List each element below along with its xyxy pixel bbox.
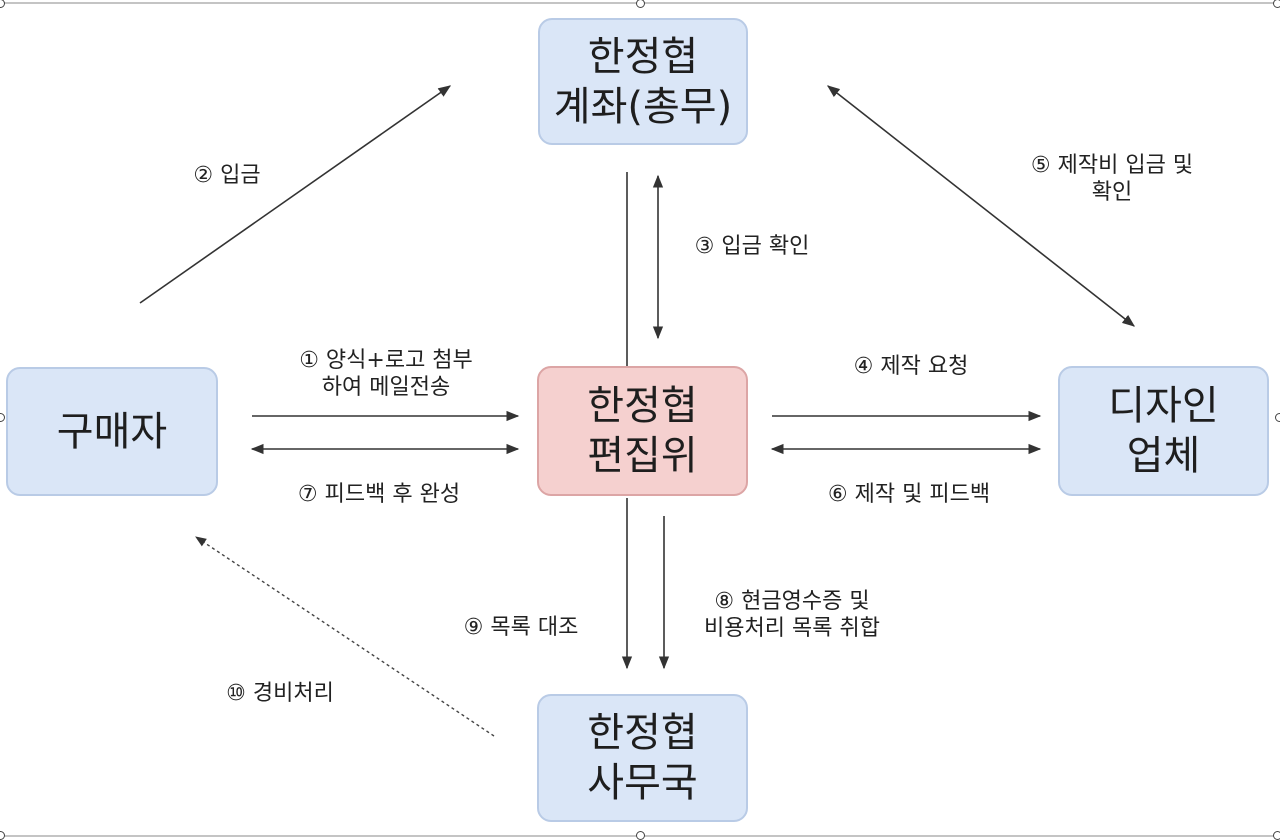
node-account-line2: 계좌(총무) — [553, 83, 733, 130]
label-step-2-line1: ② 입금 — [193, 163, 261, 188]
label-step-1-line2: 하여 메일전송 — [321, 375, 451, 400]
node-design-line2: 업체 — [1126, 433, 1201, 479]
label-step-4: ④ 제작 요청 — [826, 353, 996, 380]
node-design-line1: 디자인 — [1108, 383, 1219, 429]
node-account-line1: 한정협 — [587, 33, 699, 80]
label-step-4-line1: ④ 제작 요청 — [853, 354, 969, 379]
frame-handle — [1273, 0, 1280, 8]
frame-handle — [1275, 413, 1280, 422]
node-buyer-line1: 구매자 — [56, 408, 168, 455]
node-design: 디자인 업체 — [1058, 366, 1269, 496]
node-editorial-line2: 편집위 — [587, 433, 698, 479]
label-step-3-line1: ③ 입금 확인 — [694, 234, 810, 259]
arrow-buyer-to-account — [139, 85, 452, 304]
label-step-2: ② 입금 — [172, 162, 282, 189]
label-step-10-line1: ⑩ 경비처리 — [226, 681, 334, 706]
label-step-8-line1: ⑧ 현금영수증 및 — [714, 589, 870, 614]
label-step-1-line1: ① 양식+로고 첨부 — [299, 348, 473, 373]
frame-handle — [0, 0, 5, 8]
node-office-line1: 한정협 — [587, 710, 698, 756]
node-buyer: 구매자 — [6, 367, 218, 496]
label-step-6-line1: ⑥ 제작 및 피드백 — [827, 482, 991, 507]
label-step-8: ⑧ 현금영수증 및 비용처리 목록 취합 — [672, 588, 912, 642]
node-office-line2: 사무국 — [587, 760, 698, 806]
node-account: 한정협 계좌(총무) — [538, 18, 748, 145]
frame-handle — [0, 413, 5, 422]
label-step-9: ⑨ 목록 대조 — [436, 614, 606, 641]
node-office: 한정협 사무국 — [537, 694, 748, 822]
label-step-5: ⑤ 제작비 입금 및 확인 — [1000, 152, 1224, 206]
arrow-account-design — [826, 85, 1136, 327]
label-step-5-line2: 확인 — [1091, 180, 1133, 205]
label-step-7: ⑦ 피드백 후 완성 — [266, 481, 492, 508]
label-step-6: ⑥ 제작 및 피드백 — [796, 481, 1022, 508]
label-step-5-line1: ⑤ 제작비 입금 및 — [1030, 153, 1194, 178]
frame-handle — [636, 0, 645, 8]
label-step-8-line2: 비용처리 목록 취합 — [704, 616, 880, 641]
label-step-3: ③ 입금 확인 — [672, 233, 832, 260]
node-editorial: 한정협 편집위 — [537, 366, 748, 496]
node-editorial-line1: 한정협 — [587, 383, 698, 429]
label-step-10: ⑩ 경비처리 — [200, 680, 360, 707]
label-step-1: ① 양식+로고 첨부 하여 메일전송 — [268, 347, 504, 401]
label-step-7-line1: ⑦ 피드백 후 완성 — [297, 482, 461, 507]
label-step-9-line1: ⑨ 목록 대조 — [463, 615, 579, 640]
